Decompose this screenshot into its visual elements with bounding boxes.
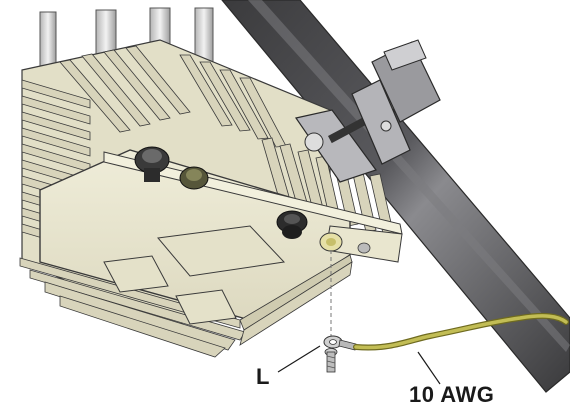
wire-gauge-callout-label: 10 AWG <box>409 382 495 407</box>
connector-right <box>276 210 308 239</box>
label-plate-large <box>157 225 286 277</box>
label-plate-small-2 <box>175 289 237 325</box>
label-plate-small-1 <box>103 255 169 293</box>
ground-stud <box>319 232 371 254</box>
connector-left <box>134 146 170 182</box>
ring-terminal-lug <box>323 335 357 351</box>
lug-leader-line <box>277 345 321 373</box>
ground-screw <box>324 348 338 373</box>
connector-middle <box>179 166 209 190</box>
wire-leader-line <box>417 351 441 385</box>
cooling-fins-top <box>59 45 287 148</box>
cooling-fins-left <box>21 79 91 253</box>
pole-mount-bracket <box>295 39 441 183</box>
ground-wire <box>353 312 569 351</box>
mounting-pole <box>221 0 570 393</box>
radio-unit <box>19 39 403 358</box>
connectors <box>134 146 308 239</box>
lug-callout-label: L <box>256 364 270 389</box>
